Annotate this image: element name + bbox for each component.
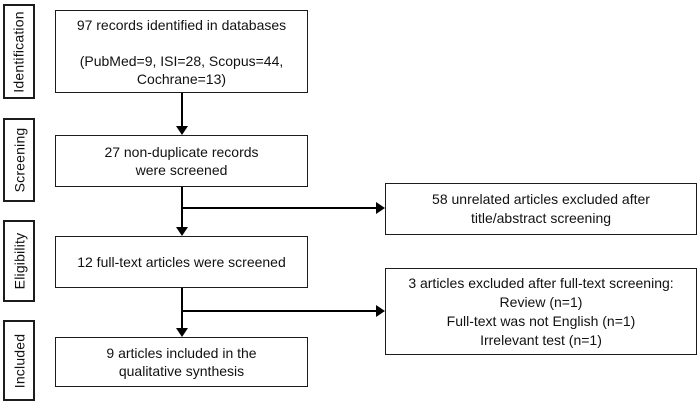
stage-screening-label: Screening [11,127,27,193]
connector-branch-to-fulltext-excluded [182,310,376,312]
stage-eligibility-label: Eligibility [11,232,28,290]
stage-screening: Screening [3,118,35,202]
connector-fulltext-to-included [181,288,183,329]
connector-branch-to-title-abstract-excluded [182,207,376,209]
fulltext-screened-text: 12 full-text articles were screened [77,254,286,270]
stage-identification-label: Identification [11,10,28,93]
stage-identification: Identification [3,4,35,99]
stage-eligibility: Eligibility [3,220,35,302]
records-identified-text: 97 records identified in databases (PubM… [76,16,287,87]
stage-included-label: Included [11,333,27,388]
arrowhead-down-icon [176,227,188,236]
fulltext-excluded-text: 3 articles excluded after full-text scre… [408,274,674,348]
connector-identified-to-screened [181,93,183,127]
arrowhead-down-icon [176,126,188,135]
fulltext-excluded-box: 3 articles excluded after full-text scre… [385,268,697,355]
records-screened-box: 27 non-duplicate records were screened [55,135,308,187]
included-synthesis-text: 9 articles included in the qualitative s… [106,345,257,379]
records-identified-box: 97 records identified in databases (PubM… [55,10,308,93]
arrowhead-right-icon [376,305,385,317]
title-abstract-excluded-box: 58 unrelated articles excluded after tit… [385,183,697,235]
records-screened-text: 27 non-duplicate records were screened [104,144,259,178]
arrowhead-right-icon [376,202,385,214]
included-synthesis-box: 9 articles included in the qualitative s… [55,337,308,387]
fulltext-screened-box: 12 full-text articles were screened [55,236,308,288]
title-abstract-excluded-text: 58 unrelated articles excluded after tit… [432,191,650,226]
stage-included: Included [3,320,35,401]
arrowhead-down-icon [176,328,188,337]
